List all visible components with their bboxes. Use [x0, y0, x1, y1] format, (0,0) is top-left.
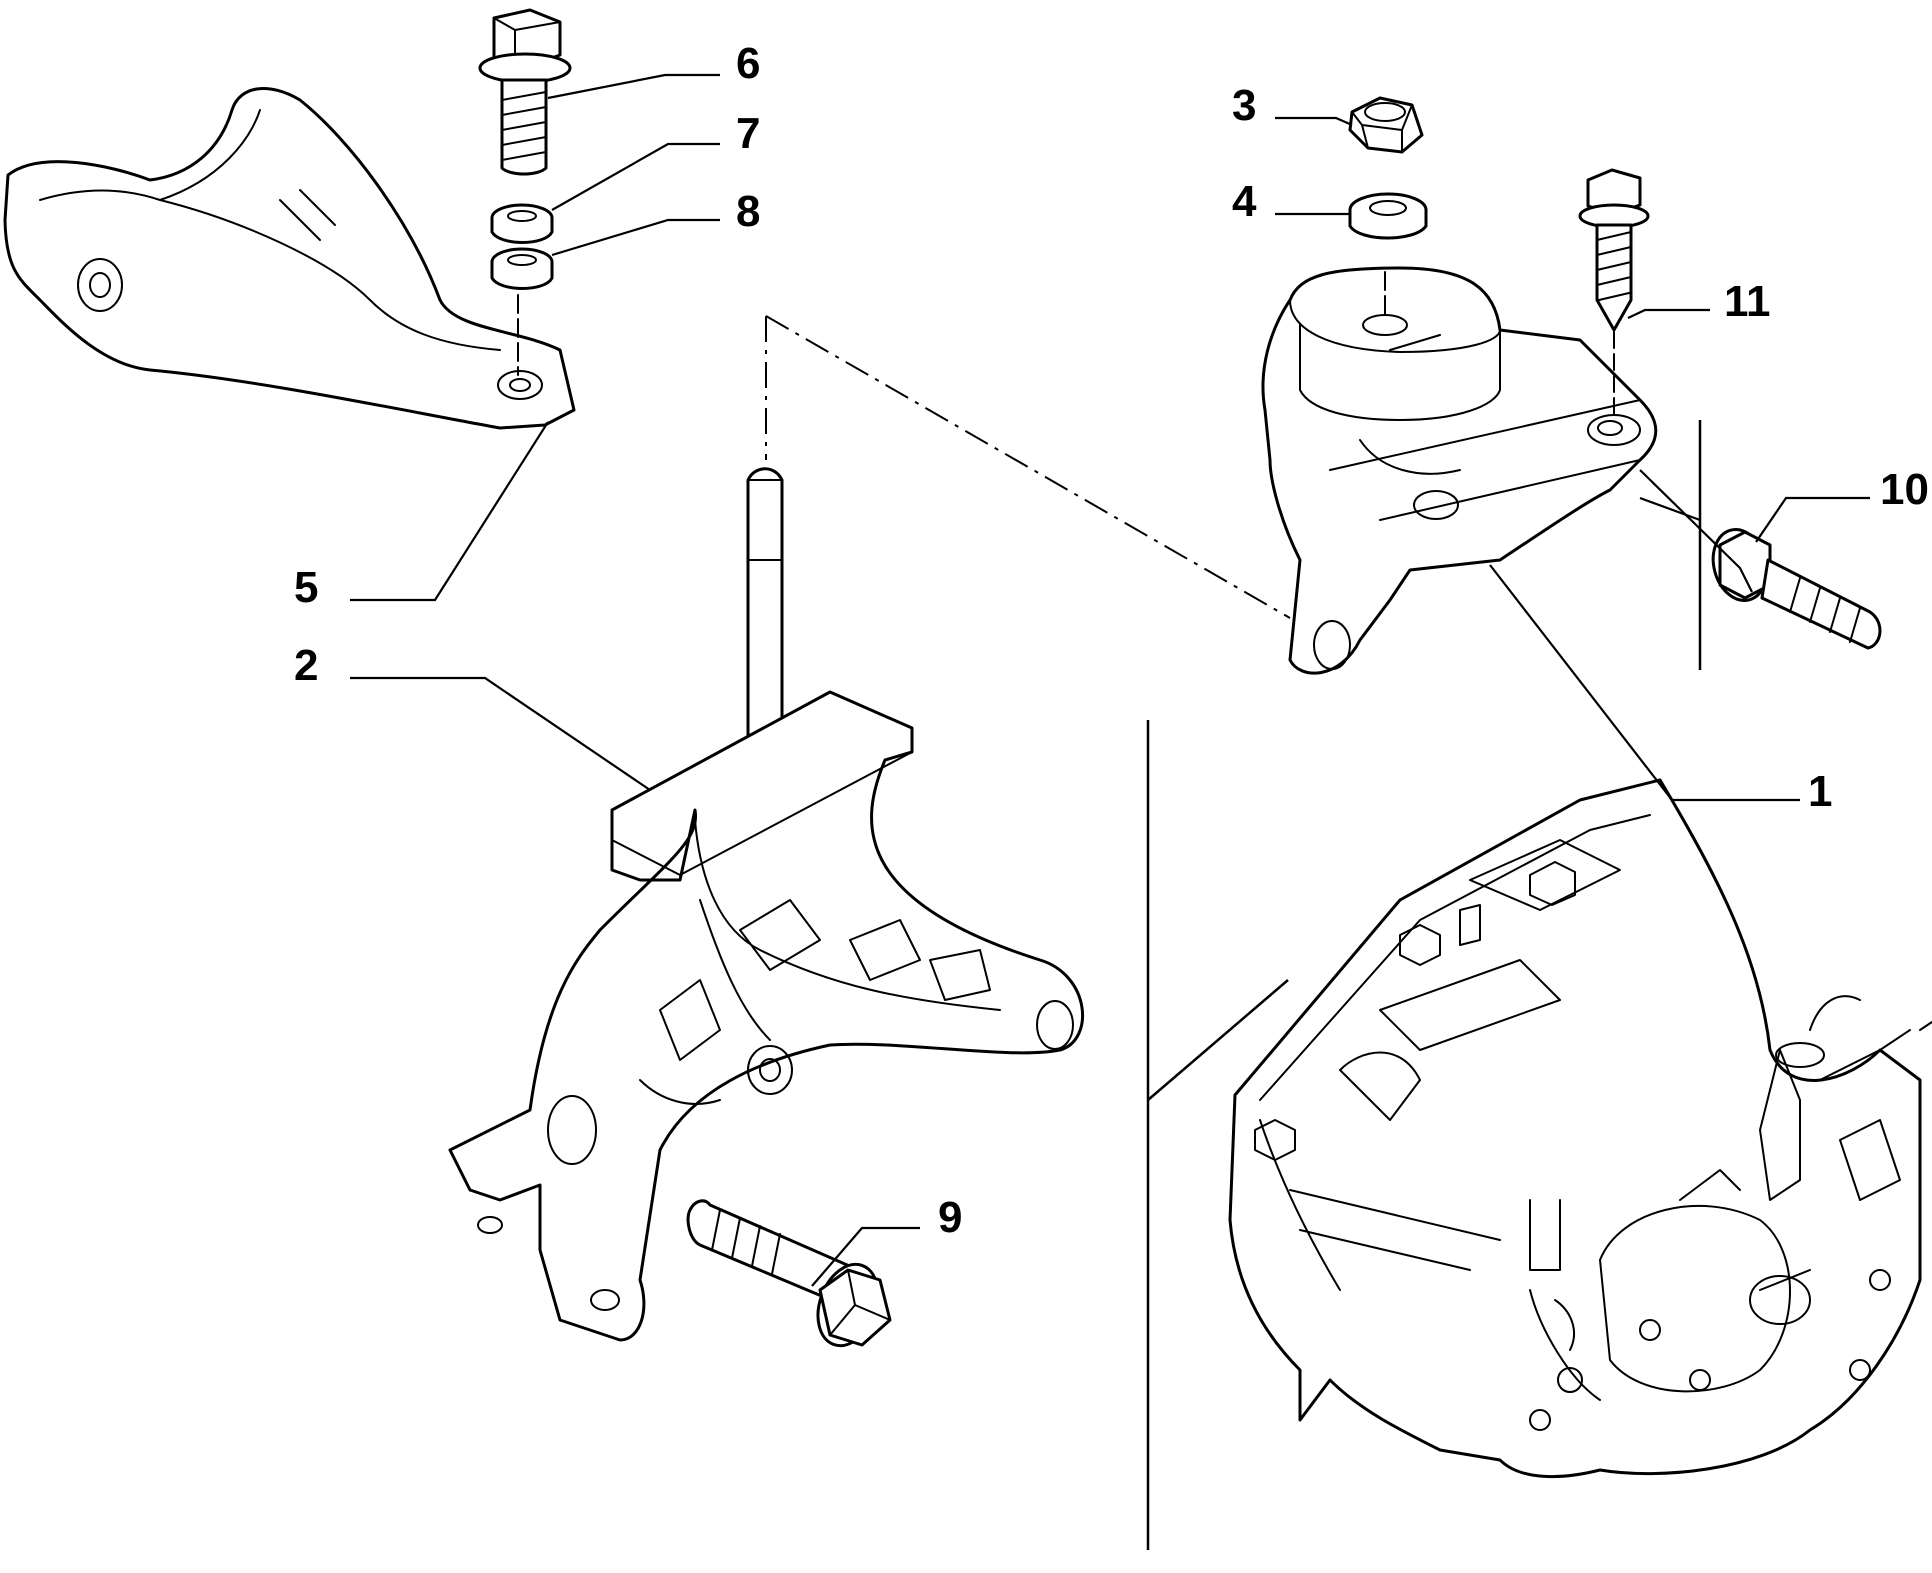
part-3-nut [1348, 96, 1424, 154]
leader-10b [1639, 496, 1701, 522]
part-10-flange-bolt [1711, 528, 1882, 650]
callout-5: 5 [294, 563, 318, 612]
leader-6 [547, 73, 720, 100]
part-5-upper-bracket [3, 87, 576, 430]
callout-10: 10 [1880, 465, 1929, 514]
callout-8: 8 [736, 187, 760, 236]
callout-11: 11 [1724, 277, 1771, 326]
leader-9 [811, 1226, 920, 1287]
callout-1: 1 [1808, 767, 1832, 816]
callout-labels: 1 2 3 4 5 6 7 8 9 10 11 [294, 39, 1929, 1242]
part-6-flange-bolt [478, 8, 572, 176]
leader-2 [350, 676, 651, 791]
part-4-washer [1348, 192, 1428, 240]
part-1-engine-mount [1261, 266, 1658, 675]
callout-4: 4 [1232, 177, 1257, 226]
leader-8 [551, 218, 720, 257]
part-9-flange-bolt [686, 1199, 892, 1348]
leader-5 [350, 421, 549, 602]
part-8-washer [490, 247, 554, 290]
callout-9: 9 [938, 1193, 962, 1242]
part-7-washer [490, 203, 554, 244]
callout-6: 6 [736, 39, 760, 88]
callout-2: 2 [294, 641, 318, 690]
leader-1 [1489, 564, 1800, 802]
leader-11 [1627, 308, 1710, 319]
callout-3: 3 [1232, 81, 1256, 130]
leader-1b [1639, 469, 1753, 593]
leader-7 [551, 142, 720, 211]
assembly-centerlines [765, 315, 1702, 1550]
callout-7: 7 [736, 109, 760, 158]
leader-lines [350, 73, 1870, 1287]
leader-3 [1275, 116, 1353, 127]
part-2-lower-support-bracket [448, 467, 1084, 1342]
gearbox-housing [1228, 778, 1932, 1478]
leader-10 [1755, 496, 1870, 543]
part-11-self-tapping-bolt [1578, 168, 1650, 421]
